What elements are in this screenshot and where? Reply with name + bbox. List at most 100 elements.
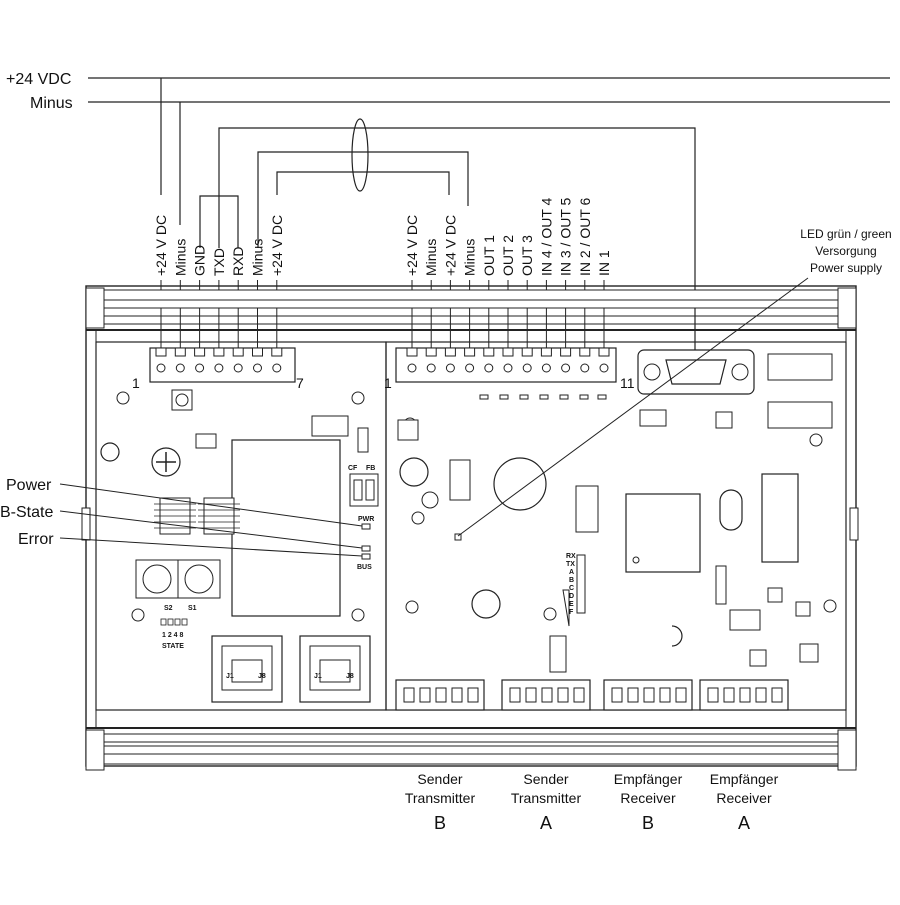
bottom-connector-3-pin-4 [659,687,671,703]
bottom-connector-1 [395,679,485,711]
right-terminal-hole-3 [445,363,455,373]
caption-1-line1: Sender [417,771,462,787]
left-terminal-hole-6 [253,363,262,373]
cf-mark: CF [348,465,358,472]
right-terminal-screw-9 [560,347,572,357]
pwr-mark: PWR [358,516,374,523]
caption-2-line2: Transmitter [511,790,582,806]
bottom-connector-2-pin-4 [557,687,569,703]
bottom-connector-3-pin-1 [611,687,623,703]
right-terminal-hole-4 [465,363,475,373]
left-terminal-label-1: +24 V DC [153,215,169,276]
right-terminal-screw-10 [579,347,591,357]
right-terminal-hole-9 [561,363,571,373]
rx-mark: RX [566,553,576,560]
right-terminal-screw-3 [444,347,456,357]
right-pin-first: 1 [384,375,392,391]
right-terminal-hole-6 [503,363,513,373]
left-terminal-screw-2 [174,347,186,357]
caption-3-line2: Receiver [620,790,676,806]
bottom-captions: SenderTransmitterBSenderTransmitterAEmpf… [405,771,779,833]
bottom-connector-4-pin-4 [755,687,767,703]
bstate-led-label: B-State [0,504,53,521]
c-mark: C [569,585,574,592]
bottom-connector-3-pin-5 [675,687,687,703]
bottom-connector-4-pin-3 [739,687,751,703]
right-terminal-label-8: IN 4 / OUT 4 [538,197,554,276]
bits-mark: 1 2 4 8 [162,632,184,639]
right-terminal-hole-10 [580,363,590,373]
left-terminal-label-3: GND [192,245,208,276]
d-mark: D [569,593,574,600]
right-terminal-label-10: IN 2 / OUT 6 [577,197,593,276]
left-terminal-screw-3 [194,347,206,357]
power-led-label: Power [6,477,52,494]
right-terminal-label-2: Minus [423,239,439,276]
led-note: LED grün / green Versorgung Power supply [457,227,892,537]
bottom-connector-3-pin-3 [643,687,655,703]
right-terminal-label-4: Minus [462,239,478,276]
left-terminal-screw-5 [232,347,244,357]
bottom-connector-2-pin-1 [509,687,521,703]
error-led-label: Error [18,531,54,548]
fb-mark: FB [366,465,375,472]
plus-24vdc-label: +24 VDC [6,71,71,88]
jack2-j1: J1 [314,673,322,680]
left-terminal-label-7: +24 V DC [269,215,285,276]
left-terminal-label-4: TXD [211,248,227,276]
supply-lines [88,77,890,225]
right-terminal-screw-6 [502,347,514,357]
bottom-connector-1-pin-2 [419,687,431,703]
f-mark: F [569,609,574,616]
minus-label: Minus [30,95,73,112]
status-callouts [59,483,363,557]
housing [81,285,859,771]
left-terminal-screw-4 [213,347,225,357]
bottom-connector-4 [699,679,789,711]
jack1-j8: J8 [258,673,266,680]
bottom-connector-1-pin-4 [451,687,463,703]
left-terminal-screw-1 [155,347,167,357]
bottom-connector-2-pin-5 [573,687,585,703]
right-terminal-screw-8 [540,347,552,357]
bottom-connector-1-pin-1 [403,687,415,703]
left-pin-first: 1 [132,375,140,391]
right-terminal-label-9: IN 3 / OUT 5 [558,197,574,276]
caption-3-letter: B [642,813,654,833]
left-terminal-screw-6 [252,347,263,357]
caption-1-letter: B [434,813,446,833]
led-note-line2: Versorgung [815,244,876,258]
left-terminal-hole-1 [156,363,166,373]
bottom-connector-4-pin-5 [771,687,783,703]
s2-mark: S2 [164,605,173,612]
jack1-j1: J1 [226,673,234,680]
right-terminal-hole-5 [484,363,494,373]
left-terminal-hole-5 [233,363,243,373]
bottom-connector-2-pin-2 [525,687,537,703]
caption-4-line1: Empfänger [710,771,779,787]
left-terminal-hole-2 [175,363,185,373]
bottom-connector-4-pin-2 [723,687,735,703]
bottom-connector-1-pin-3 [435,687,447,703]
right-terminal-screw-7 [521,347,533,357]
right-terminal-hole-1 [407,363,417,373]
bottom-connector-2 [501,679,591,711]
right-terminal-screw-11 [598,347,610,357]
left-terminal-screw-7 [271,347,283,357]
left-terminal-label-5: RXD [230,246,246,276]
right-terminal-screw-1 [406,347,418,357]
caption-4-line2: Receiver [716,790,772,806]
caption-3-line1: Empfänger [614,771,683,787]
led-note-line3: Power supply [810,261,882,275]
right-pcb [385,341,847,711]
right-terminal-label-5: OUT 1 [481,235,497,276]
caption-4-letter: A [738,813,750,833]
right-terminal-label-7: OUT 3 [519,235,535,276]
led-note-line1: LED grün / green [800,227,891,241]
jack2-j8: J8 [346,673,354,680]
bottom-connector-3-pin-2 [627,687,639,703]
